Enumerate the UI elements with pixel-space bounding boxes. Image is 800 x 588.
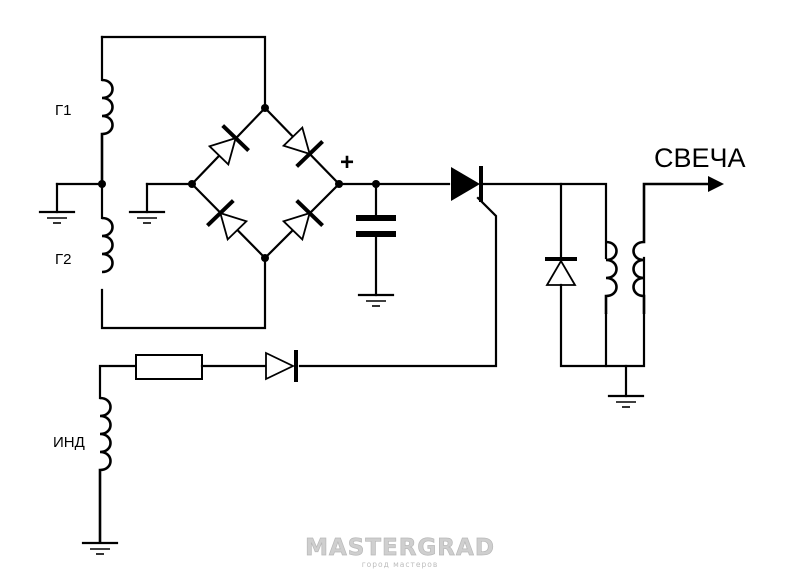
transformer-primary bbox=[604, 240, 618, 314]
coil-g2 bbox=[101, 216, 114, 274]
resistor bbox=[135, 354, 203, 380]
indicator-section bbox=[81, 350, 298, 555]
ground-symbol-4 bbox=[607, 394, 645, 408]
generator-section bbox=[38, 35, 267, 330]
transformer-secondary bbox=[632, 182, 710, 314]
output-arrow bbox=[708, 176, 724, 192]
thyristor bbox=[298, 166, 608, 368]
plus-sign: + bbox=[340, 149, 354, 176]
ground-symbol-5 bbox=[81, 541, 119, 555]
bridge-diode-3 bbox=[206, 199, 249, 242]
indicator-diode bbox=[265, 350, 298, 382]
label-g2: Г2 bbox=[55, 251, 71, 268]
ground-symbol-3 bbox=[357, 293, 395, 307]
flyback-diode bbox=[545, 257, 577, 286]
bridge-diode-4 bbox=[281, 199, 324, 242]
label-g1: Г1 bbox=[55, 102, 71, 119]
bridge-diode-2 bbox=[281, 125, 324, 168]
coil-ind bbox=[98, 396, 112, 543]
junction-dot bbox=[261, 254, 269, 262]
watermark-logo: MASTERGRAD bbox=[305, 535, 495, 561]
label-ind: ИНД bbox=[53, 434, 85, 451]
ground-symbol-2 bbox=[128, 210, 166, 224]
capacitor bbox=[356, 182, 396, 307]
junction-dot bbox=[261, 104, 269, 112]
output-label: СВЕЧА bbox=[654, 143, 746, 173]
output-section bbox=[545, 176, 724, 408]
coil-g1 bbox=[100, 78, 114, 184]
ground-symbol-1 bbox=[38, 210, 76, 224]
junction-dot bbox=[98, 180, 106, 188]
bridge-diode-1 bbox=[207, 124, 250, 167]
watermark-tagline: город мастеров bbox=[362, 560, 439, 569]
diode-bridge bbox=[128, 104, 343, 262]
